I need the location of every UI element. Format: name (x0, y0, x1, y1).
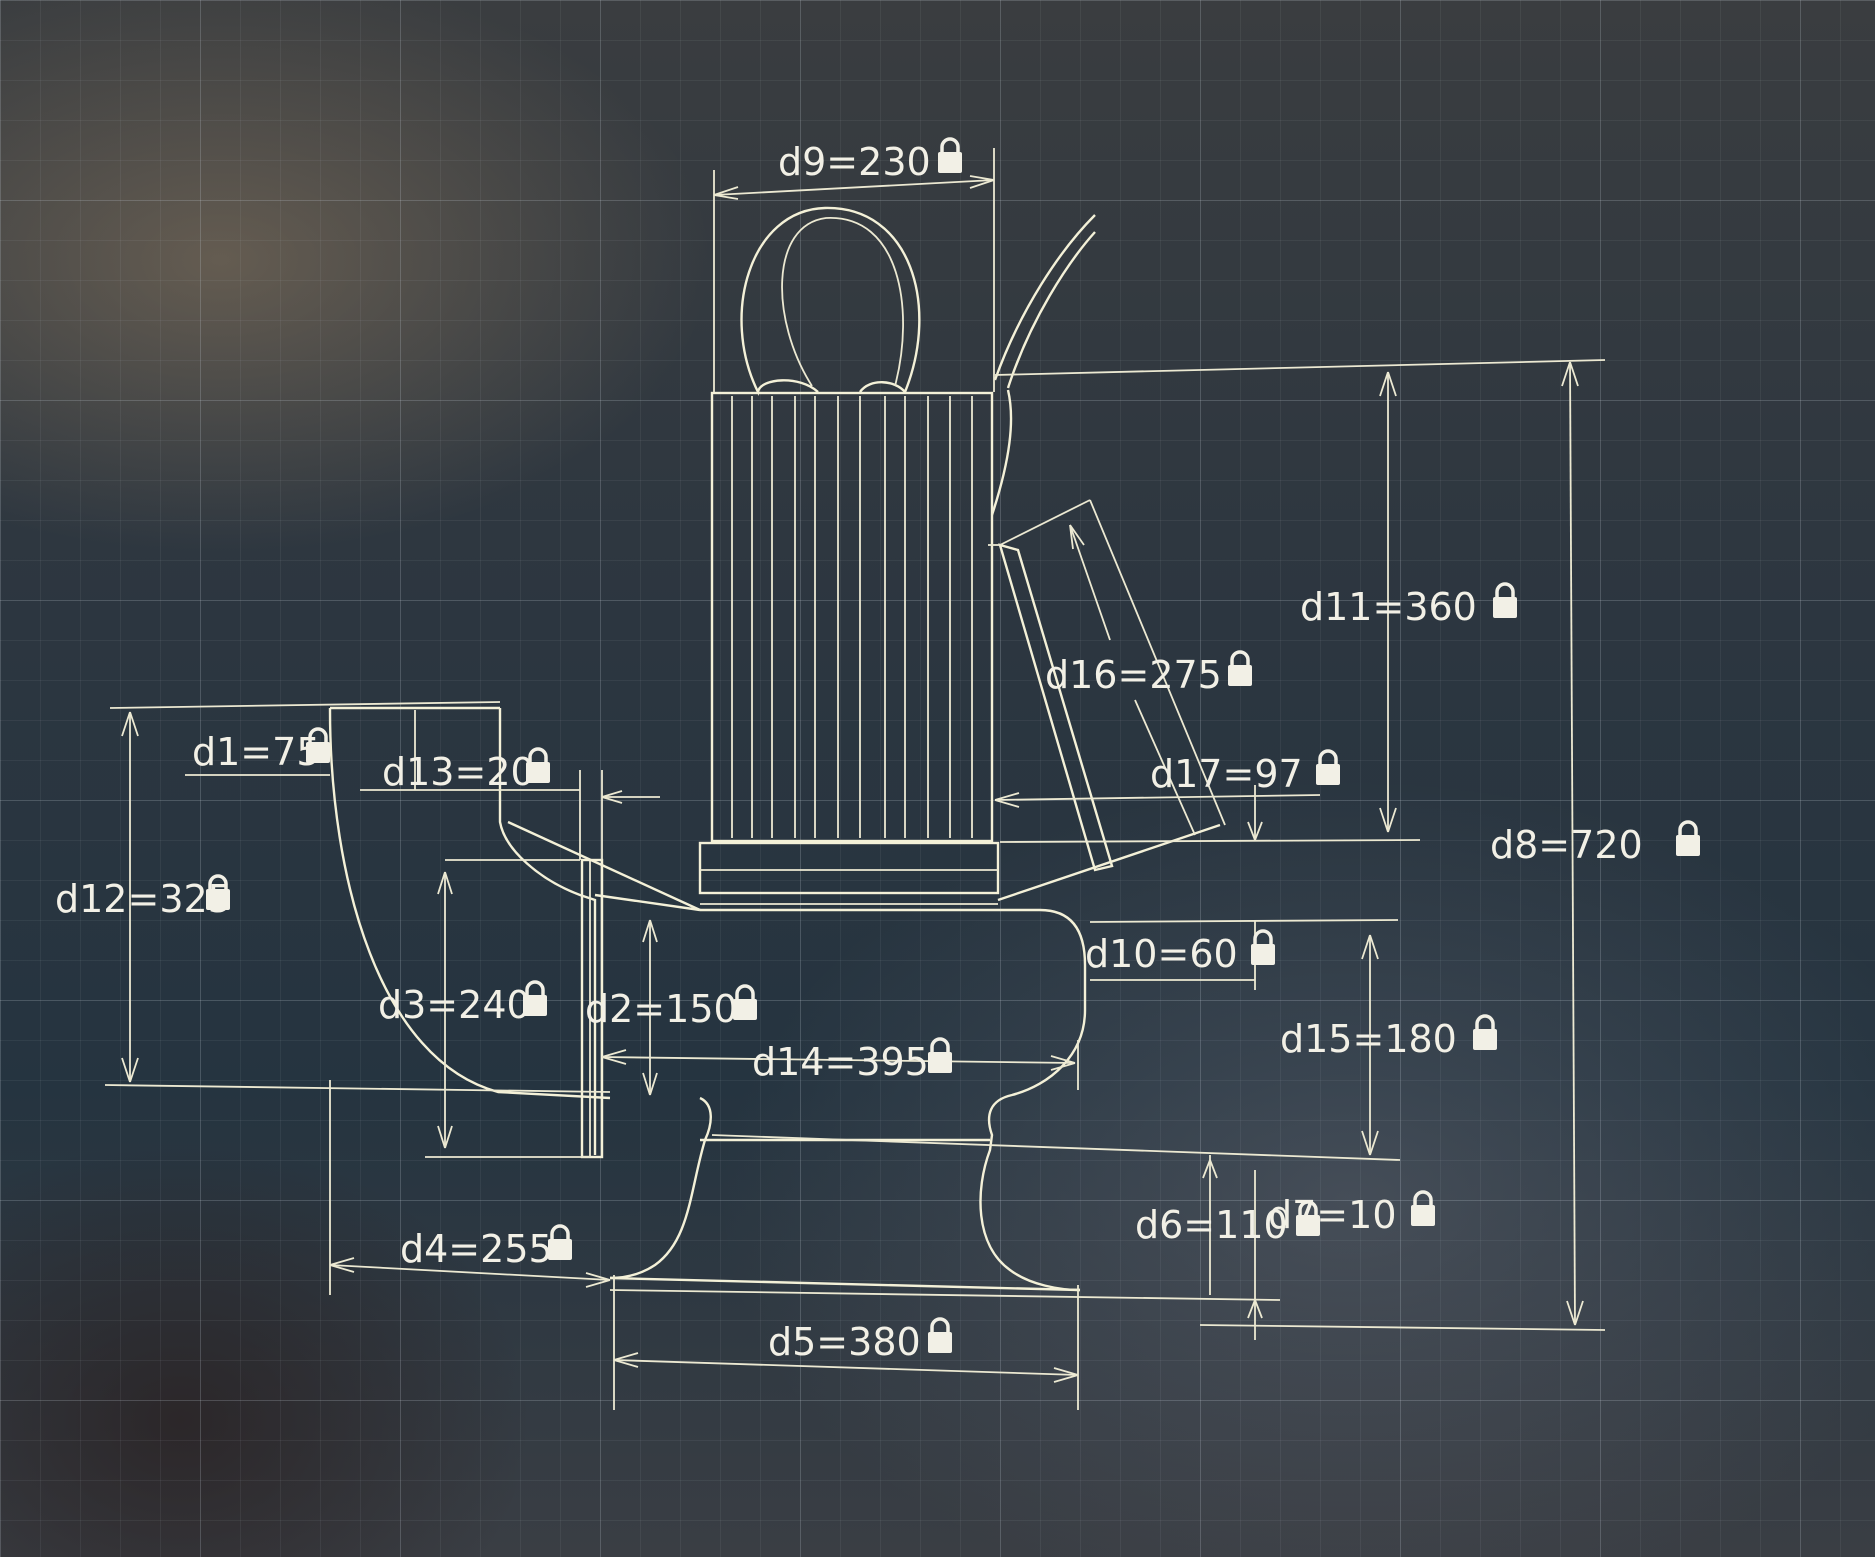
power-cable (990, 214, 1096, 516)
dim-d8[interactable]: d8=720 (1490, 820, 1702, 867)
dim-d2[interactable]: d2=150 (585, 984, 759, 1031)
dim-d4[interactable]: d4=255 (400, 1224, 574, 1271)
svg-text:d7=10: d7=10 (1268, 1193, 1397, 1237)
lock-icon (1471, 1014, 1499, 1052)
dim-d3[interactable]: d3=240 (378, 980, 549, 1027)
dim-d9[interactable]: d9=230 (778, 137, 964, 184)
svg-text:d12=325: d12=325 (55, 877, 232, 921)
discharge-elbow (328, 708, 611, 1100)
pump-volute (700, 908, 1087, 1292)
motor-housing (710, 391, 994, 843)
dim-d15[interactable]: d15=180 (1280, 1014, 1499, 1061)
dim-d11[interactable]: d11=360 (1300, 582, 1519, 629)
lock-icon (1226, 650, 1254, 688)
svg-text:d15=180: d15=180 (1280, 1017, 1457, 1061)
lock-icon (1674, 820, 1702, 858)
dim-d5[interactable]: d5=380 (768, 1317, 954, 1364)
pump-body (328, 206, 1281, 1301)
base-plate (609, 1276, 1081, 1292)
svg-text:d17=97: d17=97 (1150, 752, 1303, 796)
svg-text:d14=395: d14=395 (752, 1040, 929, 1084)
lock-icon (1491, 582, 1519, 620)
dim-d7[interactable]: d7=10 (1268, 1190, 1437, 1237)
lock-icon (1409, 1190, 1437, 1228)
lifting-handle (740, 206, 921, 396)
lock-icon (731, 984, 759, 1022)
dim-d17[interactable]: d17=97 (1150, 749, 1342, 796)
svg-text:d6=110: d6=110 (1135, 1203, 1288, 1247)
lock-icon (521, 980, 549, 1018)
svg-text:d13=20: d13=20 (382, 750, 535, 794)
svg-text:d3=240: d3=240 (378, 983, 531, 1027)
dimension-lines (104, 148, 1606, 1410)
svg-text:d4=255: d4=255 (400, 1227, 553, 1271)
lock-icon (926, 1037, 954, 1075)
lock-icon (546, 1224, 574, 1262)
dim-d16[interactable]: d16=275 (1045, 650, 1254, 697)
dim-d6[interactable]: d6=110 (1135, 1200, 1322, 1247)
lock-icon (936, 137, 964, 175)
svg-text:d5=380: d5=380 (768, 1320, 921, 1364)
lock-icon (1249, 929, 1277, 967)
dim-d13[interactable]: d13=20 (382, 747, 552, 794)
svg-text:d1=75: d1=75 (192, 730, 321, 774)
lock-icon (926, 1317, 954, 1355)
dim-d1[interactable]: d1=75 (192, 727, 332, 774)
dim-d12[interactable]: d12=325 (55, 874, 232, 921)
svg-text:d9=230: d9=230 (778, 140, 931, 184)
lock-icon (524, 747, 552, 785)
lock-icon (1314, 749, 1342, 787)
svg-text:d11=360: d11=360 (1300, 585, 1477, 629)
dim-d14[interactable]: d14=395 (752, 1037, 954, 1084)
svg-text:d10=60: d10=60 (1085, 932, 1238, 976)
svg-text:d2=150: d2=150 (585, 987, 738, 1031)
svg-text:d8=720: d8=720 (1490, 823, 1643, 867)
motor-flange (698, 841, 1000, 895)
svg-text:d16=275: d16=275 (1045, 653, 1222, 697)
dim-d10[interactable]: d10=60 (1085, 929, 1277, 976)
cooling-fins (731, 396, 973, 838)
